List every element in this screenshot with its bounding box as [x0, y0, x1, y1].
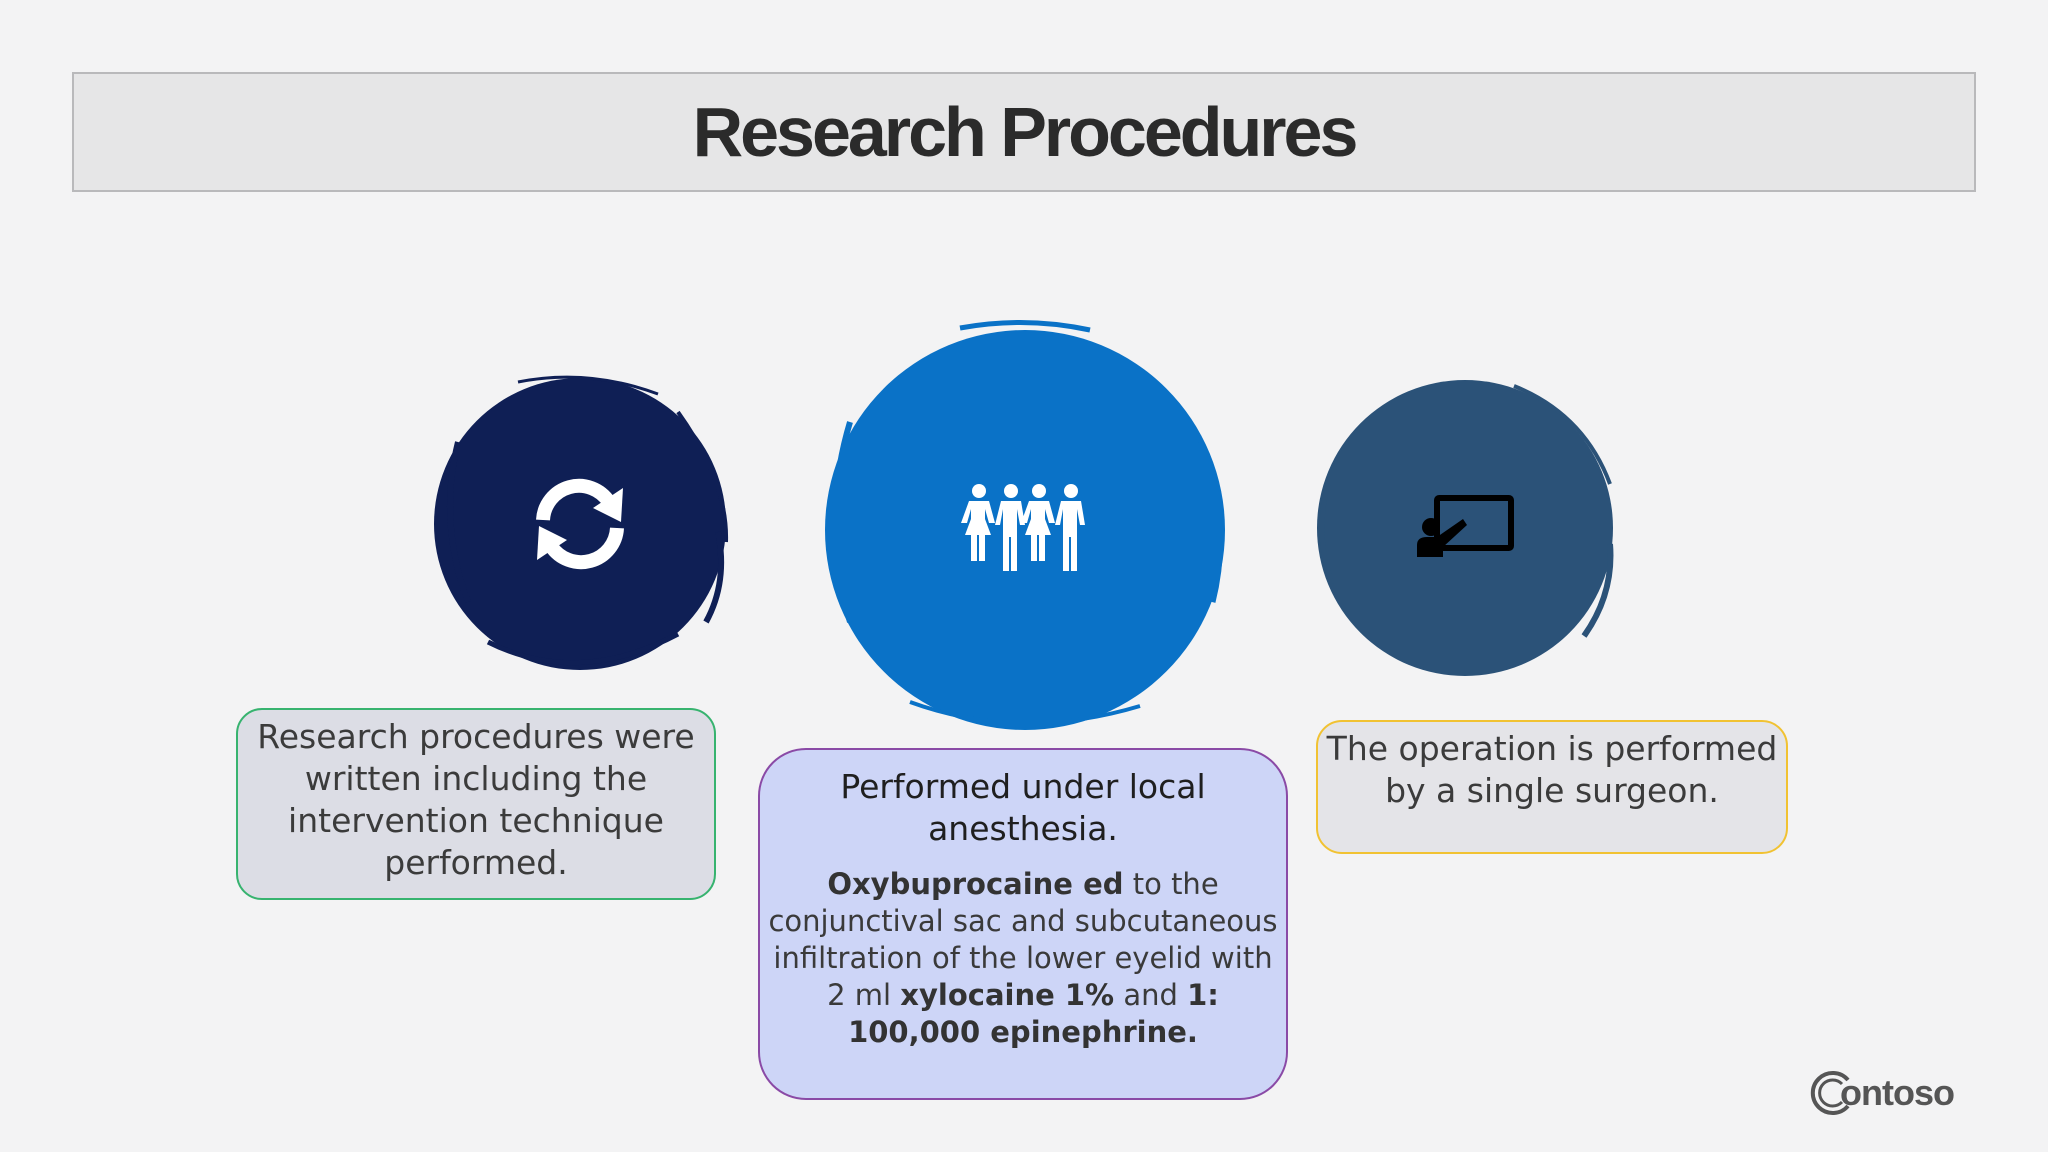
brush-circle-navy: [434, 375, 729, 670]
contoso-logo-text: ontoso: [1840, 1072, 1955, 1113]
card-research-procedures-text: Research procedures were written includi…: [257, 717, 695, 882]
contoso-logo: ontoso: [1808, 1070, 1955, 1116]
card-anesthesia: Performed under local anesthesia. Oxybup…: [758, 748, 1288, 1100]
teacher-presentation-icon: [1417, 495, 1514, 557]
detail-bold-epinephrine: 1: 100,000 epinephrine.: [848, 978, 1219, 1049]
detail-text-1: to the conjunctival sac and subcutaneous…: [768, 867, 1278, 1012]
title-bar: Research Procedures: [72, 72, 1976, 192]
brush-circle-blue: [825, 320, 1225, 730]
circle-teacher: [1314, 374, 1616, 680]
detail-text-2: and: [1114, 978, 1188, 1012]
card-single-surgeon-text: The operation is performed by a single s…: [1326, 729, 1778, 810]
card-anesthesia-detail: Oxybuprocaine ed to the conjunctival sac…: [760, 866, 1286, 1051]
circle-refresh: [428, 372, 732, 676]
detail-bold-drug: Oxybuprocaine ed: [827, 867, 1124, 901]
detail-bold-xylocaine: xylocaine 1%: [900, 978, 1115, 1012]
brush-circle-steel: [1317, 380, 1614, 676]
refresh-icon: [536, 478, 624, 570]
circle-people: [820, 320, 1230, 732]
card-single-surgeon: The operation is performed by a single s…: [1316, 720, 1788, 854]
page-title: Research Procedures: [692, 93, 1359, 171]
contoso-logo-icon: [1810, 1071, 1850, 1115]
card-research-procedures: Research procedures were written includi…: [236, 708, 716, 900]
card-anesthesia-heading: Performed under local anesthesia.: [840, 767, 1206, 848]
people-group-icon: [961, 484, 1085, 571]
